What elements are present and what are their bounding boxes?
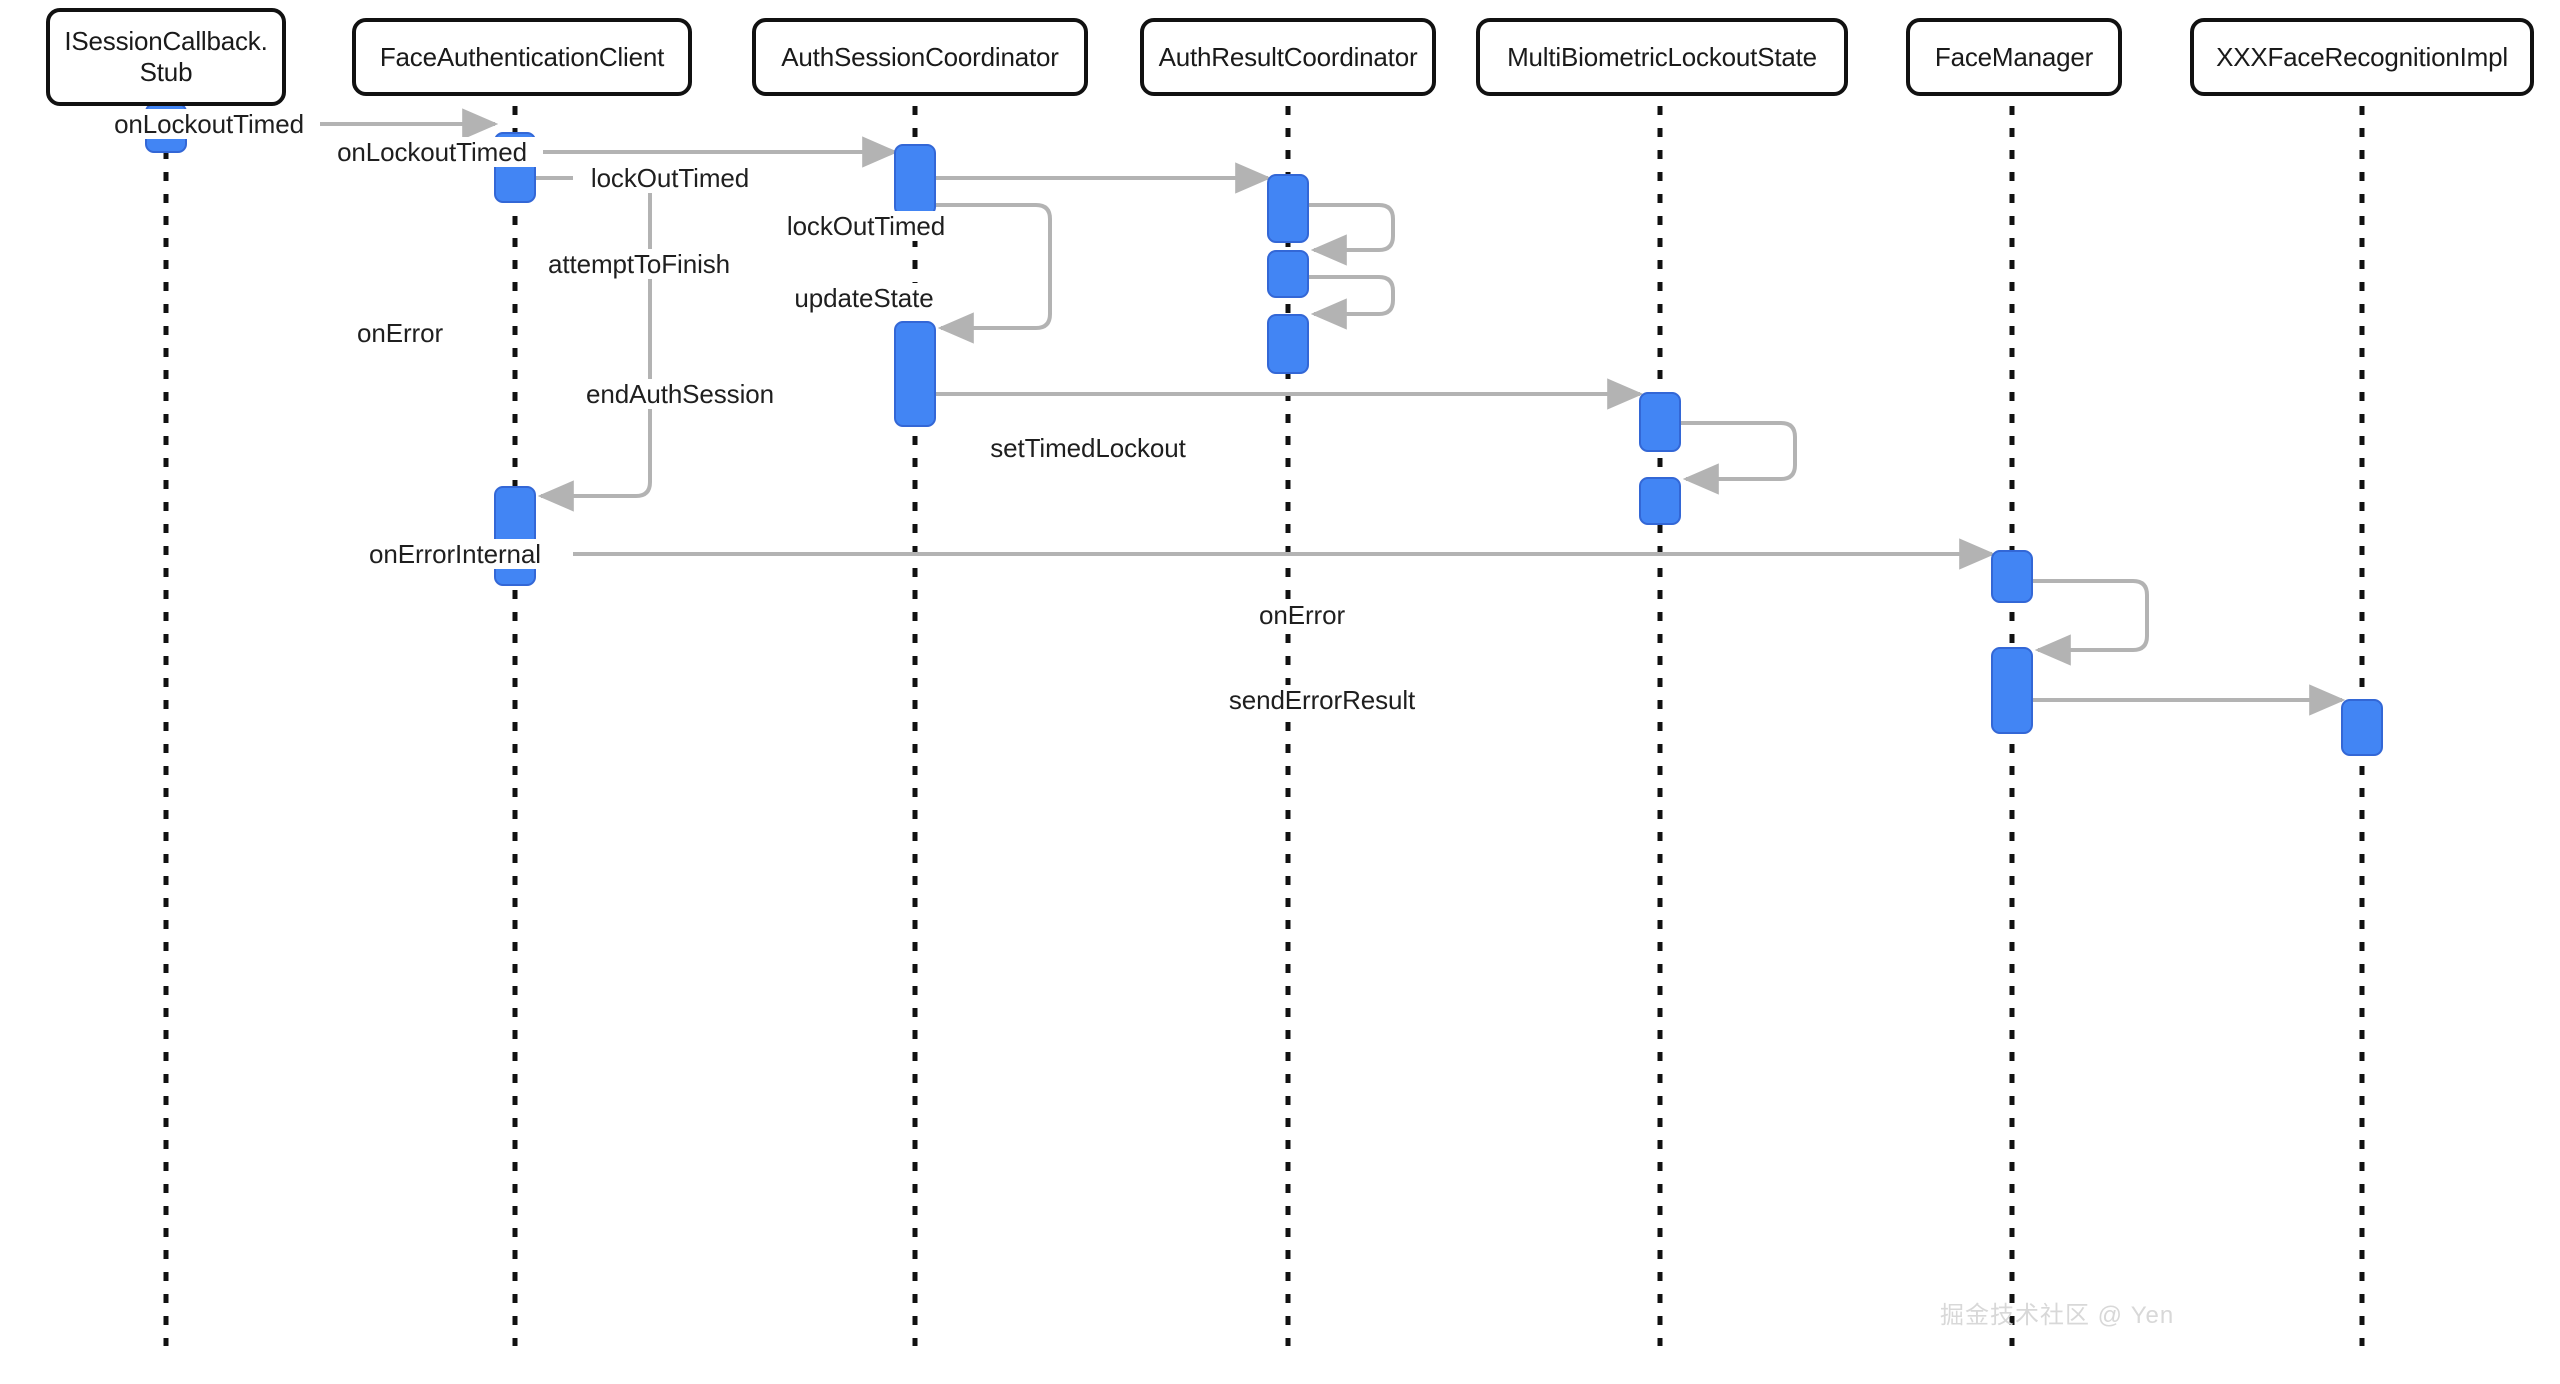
messages-layer [186,108,2346,716]
message-label-m8: setTimedLockout [990,433,1186,463]
activation-bar-a6[interactable] [894,321,936,427]
message-label-halo [569,379,791,409]
message-label-m2: lockOutTimed [590,163,750,193]
message-label-m4: updateState [794,283,934,313]
participant-box-p4[interactable]: MultiBiometricLockoutState [1476,18,1848,96]
message-label-halo [321,137,543,167]
participant-label: FaceAuthenticationClient [379,41,665,72]
message-label-halo [1240,600,1364,630]
self-message-m6[interactable] [535,176,652,512]
participant-label: MultiBiometricLockoutState [1507,41,1817,72]
message-label-m3: lockOutTimed [786,211,946,241]
message-label-m0: onLockoutTimed [114,109,304,139]
self-message-m5[interactable] [935,203,1052,344]
message-label-m10: onError [1259,600,1345,630]
activation-bar-a11[interactable] [1991,647,2033,734]
participant-box-p2[interactable]: AuthSessionCoordinator [752,18,1088,96]
participant-label: AuthResultCoordinator [1158,41,1418,72]
message-label-m1: onLockoutTimed [337,137,527,167]
participant-label: FaceManager [1934,41,2094,72]
message-label-halo [338,318,462,348]
participant-box-p5[interactable]: FaceManager [1906,18,2122,96]
message-label-halo [521,249,757,279]
activation-bar-a10[interactable] [1991,550,2033,603]
message-label-halo [774,283,954,313]
activation-bar-a12[interactable] [2341,699,2383,756]
message-label-m9: onErrorInternal [369,539,541,569]
participant-box-p3[interactable]: AuthResultCoordinator [1140,18,1436,96]
activation-bar-a2[interactable] [894,144,936,216]
message-label-halo [337,539,573,569]
self-message-m8[interactable] [1680,421,1797,495]
activation-bar-a8[interactable] [1639,477,1681,525]
participant-box-p1[interactable]: FaceAuthenticationClient [352,18,692,96]
participant-box-p6[interactable]: XXXFaceRecognitionImpl [2190,18,2534,96]
message-label-halo [573,163,767,193]
message-label-halo [769,211,963,241]
participant-label: XXXFaceRecognitionImpl [2216,41,2508,72]
message-label-halo [98,109,320,139]
message-label-m6: onError [357,318,443,348]
self-message-m3[interactable] [1308,203,1395,266]
activations-layer [145,103,2383,756]
message-label-halo [1204,685,1440,715]
activation-bar-a9[interactable] [494,486,536,586]
self-message-m10[interactable] [2032,579,2149,666]
message-label-halo [970,433,1206,463]
message-label-m11: sendErrorResult [1228,685,1416,715]
participant-label: ISessionCallback. Stub [64,26,268,87]
activation-bar-a4[interactable] [1267,250,1309,298]
activation-bar-a7[interactable] [1639,392,1681,452]
participant-box-p0[interactable]: ISessionCallback. Stub [46,8,286,106]
watermark: 掘金技术社区 @ Yen [1940,1302,2175,1329]
activation-bar-a3[interactable] [1267,174,1309,243]
message-label-m7: endAuthSession [586,379,774,409]
activation-bar-a5[interactable] [1267,314,1309,374]
message-label-m5: attemptToFinish [547,249,731,279]
self-message-m4[interactable] [1308,275,1395,330]
participant-label: AuthSessionCoordinator [781,41,1059,72]
